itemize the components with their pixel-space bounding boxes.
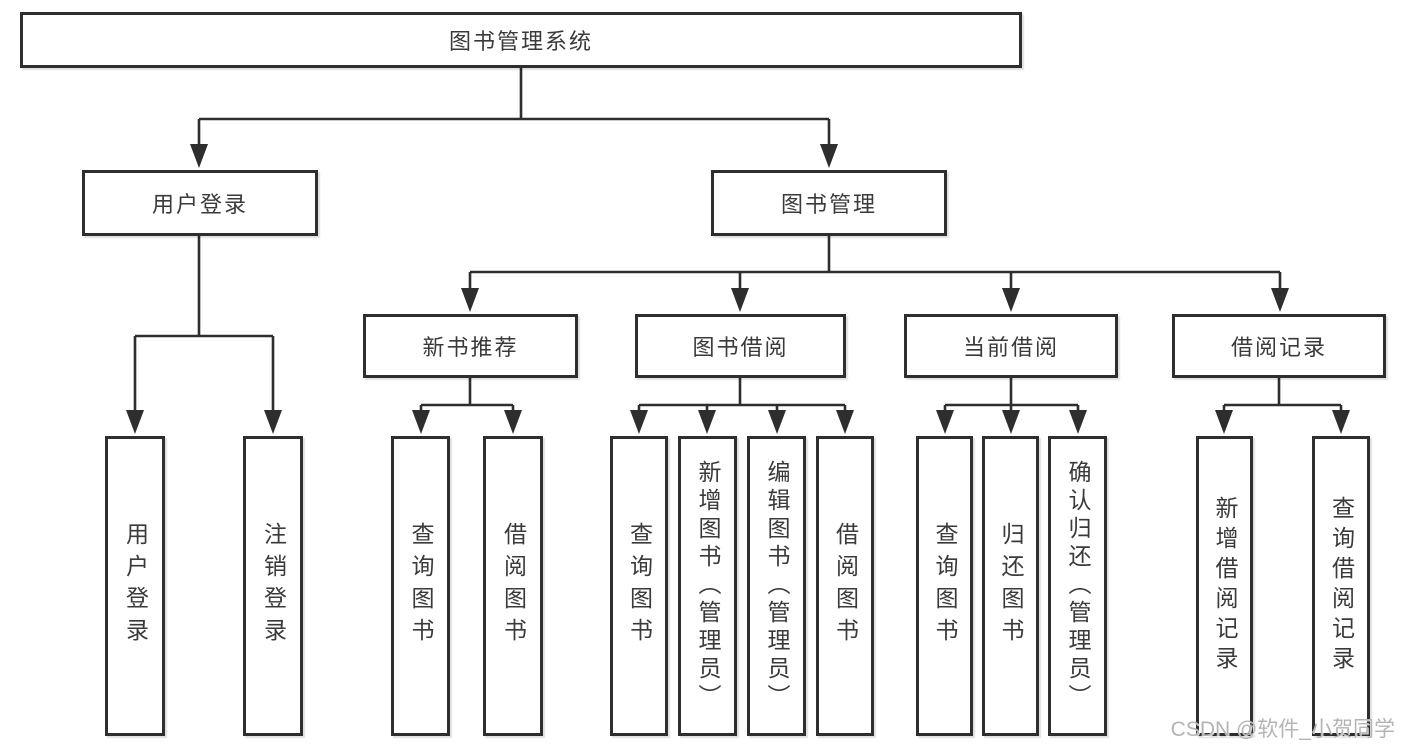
leaf-add-borrow-record: 新增借阅记录 xyxy=(1196,436,1253,736)
leaf-query-borrow-record-label: 查询借阅记录 xyxy=(1328,496,1355,676)
leaf-recommend-query-books-label: 查询图书 xyxy=(408,522,434,650)
leaf-logout-label: 注销登录 xyxy=(260,522,287,650)
leaf-current-query-books-label: 查询图书 xyxy=(932,522,958,650)
node-new-book-recommend: 新书推荐 xyxy=(363,314,578,378)
leaf-user-login: 用户登录 xyxy=(105,436,165,736)
leaf-recommend-query-books: 查询图书 xyxy=(391,436,450,736)
leaf-add-borrow-record-label: 新增借阅记录 xyxy=(1212,496,1238,676)
leaf-user-login-label: 用户登录 xyxy=(122,522,149,650)
leaf-borrow-books: 借阅图书 xyxy=(816,436,874,736)
leaf-confirm-return-admin-label: 确认归还（管理员） xyxy=(1065,460,1091,712)
leaf-add-books-admin-label: 新增图书（管理员） xyxy=(695,460,721,712)
node-current-borrow-label: 当前借阅 xyxy=(962,335,1059,360)
node-user-login-label: 用户登录 xyxy=(151,192,248,217)
node-borrow-records: 借阅记录 xyxy=(1172,314,1386,378)
leaf-current-query-books: 查询图书 xyxy=(916,436,973,736)
node-book-borrow-label: 图书借阅 xyxy=(692,335,789,360)
leaf-return-books: 归还图书 xyxy=(982,436,1039,736)
arrowheads xyxy=(126,144,1350,434)
node-book-management: 图书管理 xyxy=(711,170,947,236)
leaf-add-books-admin: 新增图书（管理员） xyxy=(678,436,737,736)
leaf-borrow-query-books: 查询图书 xyxy=(610,436,668,736)
node-root-system-label: 图书管理系统 xyxy=(448,29,593,54)
leaf-recommend-borrow-books: 借阅图书 xyxy=(483,436,543,736)
node-user-login: 用户登录 xyxy=(82,170,318,236)
leaf-edit-books-admin-label: 编辑图书（管理员） xyxy=(764,460,790,712)
node-book-management-label: 图书管理 xyxy=(780,192,877,217)
leaf-edit-books-admin: 编辑图书（管理员） xyxy=(747,436,806,736)
leaf-borrow-query-books-label: 查询图书 xyxy=(626,522,653,650)
leaf-return-books-label: 归还图书 xyxy=(998,522,1024,650)
node-current-borrow: 当前借阅 xyxy=(904,314,1118,378)
node-book-borrow: 图书借阅 xyxy=(635,314,846,378)
leaf-confirm-return-admin: 确认归还（管理员） xyxy=(1048,436,1107,736)
leaf-borrow-books-label: 借阅图书 xyxy=(832,522,859,650)
node-new-book-recommend-label: 新书推荐 xyxy=(422,335,519,360)
leaf-query-borrow-record: 查询借阅记录 xyxy=(1312,436,1370,736)
node-root-system: 图书管理系统 xyxy=(20,12,1022,68)
leaf-logout: 注销登录 xyxy=(243,436,303,736)
node-borrow-records-label: 借阅记录 xyxy=(1230,335,1327,360)
leaf-recommend-borrow-books-label: 借阅图书 xyxy=(500,522,527,650)
csdn-watermark: CSDN @软件_小贺同学 xyxy=(1170,718,1395,741)
